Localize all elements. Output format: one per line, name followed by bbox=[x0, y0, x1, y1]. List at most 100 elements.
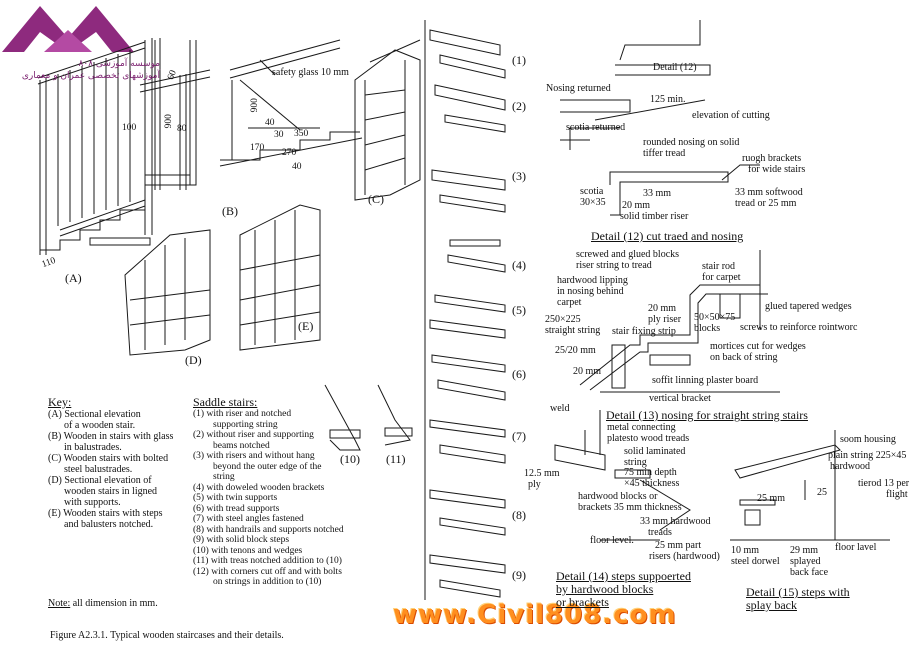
d15-dorwel: 10 mm steel dorwel bbox=[731, 545, 780, 567]
d15-title: Detail (15) steps with splay back bbox=[746, 585, 850, 612]
saddle-num-11: (11) bbox=[386, 452, 406, 466]
persian-line-1: موسسه آموزشی ۸۰۸ bbox=[78, 59, 160, 69]
d13-mortices: mortices cut for wedges on back of strin… bbox=[710, 341, 806, 363]
key-item-d-1: (D) Sectional elevation of bbox=[48, 475, 152, 486]
saddle-item: (3) with risers and without hang bbox=[193, 451, 315, 461]
saddle-num-9: (9) bbox=[512, 568, 526, 582]
d14-depth: 75 min depth ×45 thickness bbox=[624, 467, 680, 489]
logo-icon bbox=[2, 6, 134, 52]
d15-25mm: 25 mm bbox=[757, 493, 786, 504]
d13-soffit: soffit linning plaster board bbox=[652, 375, 759, 386]
d13-20mm: 20 mm bbox=[573, 366, 602, 377]
label-view-b: (B) bbox=[222, 204, 238, 218]
saddle-num-7: (7) bbox=[512, 429, 526, 443]
d15-splayed: 29 mm splayed back face bbox=[790, 545, 829, 578]
d12-rounded: rounded nosing on solid tiffer tread bbox=[643, 137, 740, 159]
detail-13-drawing bbox=[579, 250, 780, 393]
key-item-d-3: with supports. bbox=[64, 497, 121, 508]
d15-25: 25 bbox=[817, 487, 827, 498]
detail-12-drawing bbox=[560, 20, 760, 216]
persian-line-2: آموزشهای تخصصی عمران و معماری bbox=[21, 71, 160, 81]
saddle-num-4: (4) bbox=[512, 258, 526, 272]
d14-risers: 25 mm part risers (hardwood) bbox=[649, 540, 720, 562]
d12-scotia: scotia 30×35 bbox=[580, 186, 606, 208]
saddle-item: supporting string bbox=[213, 419, 278, 430]
saddle-title: Saddle stairs: bbox=[193, 395, 258, 409]
saddle-num-3: (3) bbox=[512, 169, 526, 183]
d12-elevation: elevation of cutting bbox=[692, 110, 770, 121]
persian-institute-text: موسسه آموزشی ۸۰۸ آموزشهای تخصصی عمران و … bbox=[2, 58, 160, 82]
note-text: all dimension in mm. bbox=[72, 598, 158, 609]
site-watermark[interactable]: www.Civil808.com bbox=[393, 600, 677, 630]
detail-14-drawing bbox=[554, 410, 691, 541]
saddle-legend: Saddle stairs: (1) with riser and notche… bbox=[193, 396, 344, 588]
saddle-10-11-sketch bbox=[324, 384, 413, 451]
d13-blocks: 50×50×75 blocks bbox=[694, 312, 736, 334]
d15-floor: floor lavel bbox=[835, 542, 877, 553]
key-item-b-2: in balustrades. bbox=[64, 442, 122, 453]
d12-label: Detail (12) bbox=[653, 62, 697, 73]
dim-100: 100 bbox=[122, 123, 137, 133]
dim-40-b: 40 bbox=[292, 162, 302, 172]
saddle-item: (11) with treas notched addition to (10) bbox=[193, 556, 342, 566]
d14-floor: floor level. bbox=[590, 535, 634, 546]
label-view-c: (C) bbox=[368, 192, 384, 206]
d14-ply: 12.5 mm ply bbox=[524, 468, 560, 490]
dim-30: 30 bbox=[274, 130, 284, 140]
d12-riser: solid timber riser bbox=[620, 211, 689, 222]
saddle-item: (7) with steel angles fastened bbox=[193, 514, 304, 524]
saddle-item: (2) without riser and supporting bbox=[193, 430, 314, 440]
saddle-item: (4) with doweled wooden brackets bbox=[193, 482, 325, 493]
saddle-num-6: (6) bbox=[512, 367, 526, 381]
saddle-item: (8) with handrails and supports notched bbox=[193, 524, 344, 535]
key-item-d-2: wooden stairs in ligned bbox=[64, 486, 158, 497]
key-item-e-2: and balusters notched. bbox=[64, 519, 154, 530]
dim-80: 80 bbox=[177, 124, 187, 134]
d12-softwood: 33 mm softwood tread or 25 mm bbox=[735, 187, 803, 209]
d13-ply: 20 mm ply riser bbox=[648, 303, 682, 325]
dim-270: 270 bbox=[282, 148, 297, 158]
d15-plain: plain string 225×45 hardwood bbox=[828, 450, 907, 472]
note: Note: all dimension in mm. bbox=[48, 598, 158, 609]
saddle-stair-sketches bbox=[424, 20, 506, 600]
d12-title: Detail (12) cut traed and nosing bbox=[591, 229, 744, 243]
d13-2520mm: 25/20 mm bbox=[555, 345, 596, 356]
dim-170: 170 bbox=[250, 143, 265, 153]
d14-title: Detail (14) steps suppoerted by hardwood… bbox=[556, 569, 691, 609]
note-label: Note: bbox=[48, 598, 71, 609]
saddle-num-8: (8) bbox=[512, 508, 526, 522]
d13-stair-rod: stair rod for carpet bbox=[702, 261, 741, 283]
d13-lipping: hardwood lipping in nosing behind carpet bbox=[557, 275, 628, 308]
d13-screws: screws to reinforce rointworc bbox=[740, 322, 858, 333]
d15-tierod: tierod 13 per flight bbox=[858, 478, 910, 500]
label-view-a: (A) bbox=[65, 271, 82, 285]
key-item-a-1: (A) Sectional elevation bbox=[48, 409, 141, 420]
dim-350: 350 bbox=[294, 129, 309, 139]
d12-20mm: 20 mm bbox=[622, 200, 651, 211]
d12-33mm: 33 mm bbox=[643, 188, 672, 199]
dim-900-b: 900 bbox=[249, 98, 260, 113]
key-legend: Key: (A) Sectional elevation of a wooden… bbox=[48, 395, 174, 531]
d13-fixing: stair fixing strip bbox=[612, 326, 676, 337]
d13-title: Detail (13) nosing for straight string s… bbox=[606, 408, 808, 422]
view-c-steel-balustrade bbox=[354, 39, 421, 201]
saddle-item: (5) with twin supports bbox=[193, 493, 278, 503]
saddle-num-10: (10) bbox=[340, 452, 360, 466]
d14-laminated: solid laminated string bbox=[624, 446, 686, 468]
dim-900-a: 900 bbox=[163, 114, 174, 129]
key-item-b-1: (B) Wooden in stairs with glass bbox=[48, 431, 174, 442]
d12-rough: ruogh brackets for wide stairs bbox=[742, 153, 806, 175]
saddle-num-5: (5) bbox=[512, 303, 526, 317]
saddle-num-2: (2) bbox=[512, 99, 526, 113]
label-view-e: (E) bbox=[298, 319, 314, 333]
saddle-num-1: (1) bbox=[512, 53, 526, 67]
d14-weld: weld bbox=[550, 403, 570, 414]
d14-hardwood: hardwood blocks or brackets 35 mm thickn… bbox=[578, 491, 682, 513]
d12-scotia-returned: scotia returned bbox=[566, 122, 626, 133]
view-a-stair-elevation bbox=[37, 38, 153, 255]
saddle-item: (9) with solid block steps bbox=[193, 535, 290, 545]
d15-soom: soom housing bbox=[840, 434, 896, 445]
d13-string: 250×225 straight string bbox=[545, 314, 601, 336]
key-title: Key: bbox=[48, 395, 72, 409]
view-b-glass-balustrade bbox=[139, 38, 363, 190]
